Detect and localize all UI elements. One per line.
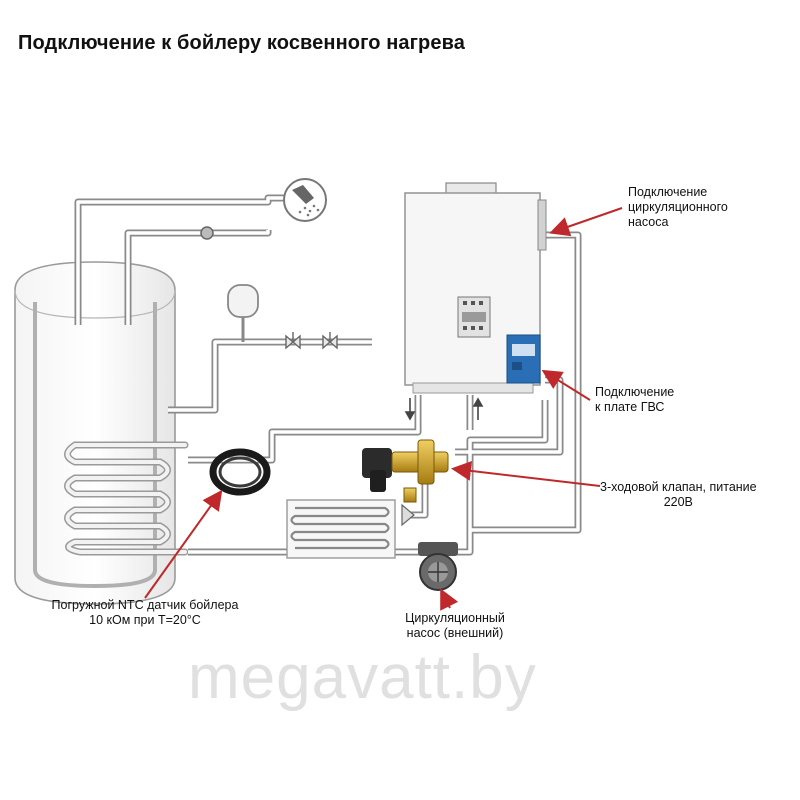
ball-valve-icon	[285, 332, 338, 350]
heating-radiator	[286, 499, 396, 559]
page-title: Подключение к бойлеру косвенного нагрева	[18, 32, 465, 54]
external-circulation-pump	[418, 542, 458, 591]
mixing-valve-icon	[200, 226, 214, 240]
callout-arrows	[144, 207, 623, 611]
label-three-way-valve: 3-ходовой клапан, питание 220В	[600, 480, 757, 509]
shower-icon	[283, 178, 327, 222]
display-panel-icon	[457, 296, 491, 338]
dhw-control-board	[506, 334, 541, 384]
watermark: megavatt.by	[188, 643, 537, 712]
check-valve-icon	[401, 503, 415, 527]
label-ntc-sensor: Погружной NTC датчик бойлера 10 кОм при …	[51, 598, 239, 627]
ntc-sensor	[209, 448, 271, 496]
label-dhw-board: Подключение к плате ГВС	[595, 385, 675, 414]
expansion-tank-icon	[227, 284, 259, 342]
flow-arrows	[404, 397, 484, 421]
label-pump-connection: Подключение циркуляционного насоса	[628, 185, 728, 229]
three-way-valve	[362, 439, 449, 503]
indirect-boiler	[14, 261, 176, 605]
boiler-coil	[64, 441, 189, 556]
label-external-pump: Циркуляционный насос (внешний)	[405, 611, 505, 640]
